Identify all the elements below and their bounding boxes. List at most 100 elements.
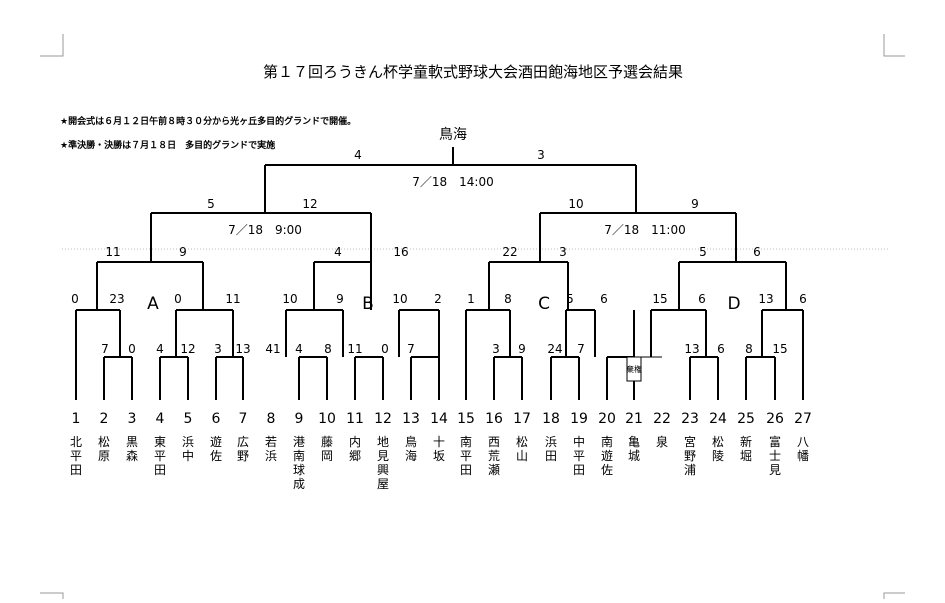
team-name: 宮野浦 bbox=[684, 434, 696, 477]
team-number: 25 bbox=[737, 411, 755, 427]
team-number: 11 bbox=[346, 411, 364, 427]
team-number: 10 bbox=[318, 411, 336, 427]
pool-letter: B bbox=[362, 294, 374, 314]
team-number: 21 bbox=[625, 411, 643, 427]
score-label: 11 bbox=[105, 245, 120, 259]
crop-marks bbox=[40, 34, 905, 599]
team-number: 12 bbox=[374, 411, 392, 427]
score-label: 6 bbox=[600, 292, 608, 306]
score-label: 5 bbox=[699, 245, 707, 259]
score-label: 41 bbox=[265, 342, 280, 356]
score-label: 8 bbox=[504, 292, 512, 306]
page-title: 第１７回ろうきん杯学童軟式野球大会酒田飽海地区予選会結果 bbox=[263, 63, 683, 81]
team-name: 中平田 bbox=[573, 434, 585, 477]
score-label: 3 bbox=[559, 245, 567, 259]
team-name: 富士見 bbox=[769, 434, 781, 477]
team-number: 18 bbox=[542, 411, 560, 427]
score-label: 4 bbox=[295, 342, 303, 356]
score-label: 10 bbox=[568, 197, 583, 211]
score-label: 3 bbox=[537, 148, 545, 162]
pool-letter: A bbox=[147, 294, 159, 314]
score-label: 22 bbox=[502, 245, 517, 259]
score-label: 4 bbox=[156, 342, 164, 356]
team-name: 鳥海 bbox=[405, 434, 417, 463]
team-number: 14 bbox=[430, 411, 448, 427]
team-name: 藤岡 bbox=[321, 435, 333, 463]
team-name: 黒森 bbox=[126, 435, 138, 463]
team-number: 9 bbox=[295, 411, 304, 427]
score-label: 9 bbox=[518, 342, 526, 356]
score-label: 6 bbox=[753, 245, 761, 259]
team-name: 亀城 bbox=[628, 435, 640, 463]
score-label: 3 bbox=[214, 342, 222, 356]
score-label: 2 bbox=[434, 292, 442, 306]
team-name: 東平田 bbox=[154, 435, 166, 477]
team-number: 7 bbox=[239, 411, 248, 427]
score-label: 16 bbox=[393, 245, 408, 259]
bracket-lines bbox=[75, 147, 804, 400]
forfeit-label: 棄権 bbox=[626, 364, 642, 374]
team-number: 27 bbox=[794, 411, 812, 427]
score-label: 6 bbox=[799, 292, 807, 306]
score-label: 9 bbox=[336, 292, 344, 306]
score-label: 5 bbox=[566, 292, 574, 306]
score-label: 23 bbox=[109, 292, 124, 306]
team-number: 16 bbox=[485, 411, 503, 427]
team-name: 港南球成 bbox=[293, 435, 305, 491]
score-label: 4 bbox=[334, 245, 342, 259]
score-label: 6 bbox=[698, 292, 706, 306]
team-name: 広野 bbox=[237, 435, 249, 463]
team-name: 松原 bbox=[98, 435, 110, 463]
team-name: 南平田 bbox=[460, 434, 472, 477]
score-label: 0 bbox=[381, 342, 389, 356]
score-label: 3 bbox=[492, 342, 500, 356]
score-label: 0 bbox=[71, 292, 79, 306]
score-label: 15 bbox=[652, 292, 667, 306]
team-number: 22 bbox=[653, 411, 671, 427]
score-label: 6 bbox=[717, 342, 725, 356]
match-date: 7／18 14:00 bbox=[412, 175, 494, 189]
team-name: 浜中 bbox=[182, 435, 194, 463]
score-label: 0 bbox=[128, 342, 136, 356]
score-label: 24 bbox=[547, 342, 562, 356]
team-number: 8 bbox=[267, 411, 276, 427]
match-date: 7／18 11:00 bbox=[604, 223, 686, 237]
match-date: 7／18 9:00 bbox=[228, 223, 302, 237]
team-name: 北平田 bbox=[70, 435, 82, 477]
team-name: 松陵 bbox=[712, 435, 724, 463]
score-label: 13 bbox=[235, 342, 250, 356]
champion-label: 鳥海 bbox=[439, 127, 467, 143]
score-label: 0 bbox=[174, 292, 182, 306]
team-name: 泉 bbox=[656, 435, 668, 449]
note-opening: ★開会式は６月１２日午前８時３０分から光ヶ丘多目的グランドで開催。 bbox=[60, 115, 356, 127]
score-label: 9 bbox=[691, 197, 699, 211]
team-name: 内郷 bbox=[349, 435, 361, 463]
score-label: 11 bbox=[225, 292, 240, 306]
score-label: 1 bbox=[467, 292, 475, 306]
score-label: 8 bbox=[745, 342, 753, 356]
team-number: 3 bbox=[128, 411, 137, 427]
score-label: 12 bbox=[302, 197, 317, 211]
team-number: 6 bbox=[212, 411, 221, 427]
score-label: 10 bbox=[392, 292, 407, 306]
score-label: 7 bbox=[577, 342, 585, 356]
team-number: 20 bbox=[598, 411, 616, 427]
pool-letter: D bbox=[727, 294, 740, 314]
team-number: 19 bbox=[570, 411, 588, 427]
forfeit-box bbox=[626, 356, 642, 382]
score-label: 13 bbox=[684, 342, 699, 356]
team-name: 西荒瀬 bbox=[488, 435, 500, 477]
team-number: 13 bbox=[402, 411, 420, 427]
score-label: 7 bbox=[101, 342, 109, 356]
team-name: 松山 bbox=[516, 435, 528, 463]
team-name: 地見興屋 bbox=[377, 435, 389, 491]
score-label: 8 bbox=[324, 342, 332, 356]
score-label: 15 bbox=[772, 342, 787, 356]
pool-letter: C bbox=[538, 294, 550, 314]
team-name: 新堀 bbox=[740, 434, 752, 463]
team-number: 1 bbox=[72, 411, 81, 427]
team-number: 15 bbox=[457, 411, 475, 427]
team-number: 17 bbox=[513, 411, 531, 427]
